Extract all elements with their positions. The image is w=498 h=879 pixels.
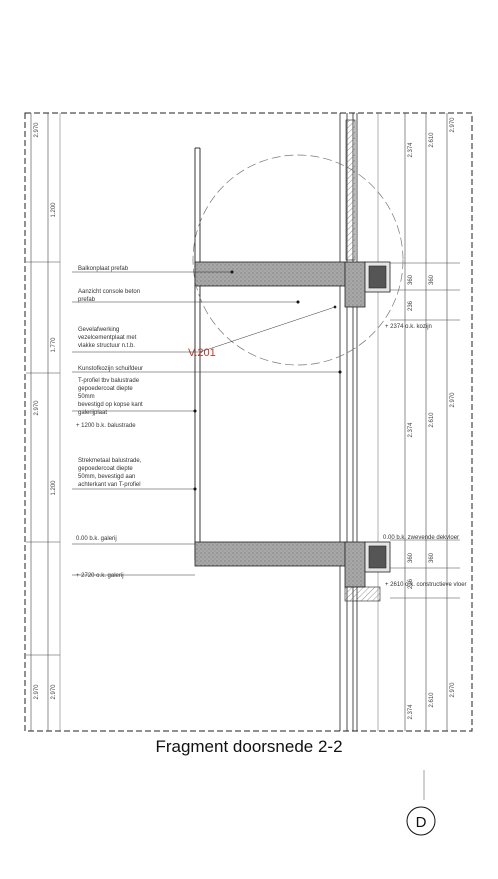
- dim-right-a-7: 2.374: [408, 704, 414, 720]
- level-galerij-bk: 0.00 b.k. galerij: [76, 536, 117, 542]
- annotation-tprofiel-4: bevestigd op kopse kant: [78, 402, 143, 408]
- dim-left-inner-3: 1.200: [51, 480, 57, 496]
- annotation-gevel-2: vezelcementplaat met: [78, 335, 137, 341]
- level-kozijn: + 2374 o.k. kozijn: [385, 324, 432, 330]
- dim-left-inner-4: 2.970: [51, 684, 57, 700]
- level-constructief: + 2610 o.k. constructieve vloer: [385, 582, 467, 588]
- level-galerij-ok: + 2720 o.k. galerij: [76, 573, 124, 579]
- dim-right-a-3: 236: [408, 300, 414, 311]
- dim-left-outer-2: 2.970: [34, 400, 40, 416]
- dim-right-a-1: 2.374: [408, 142, 414, 158]
- left-dimension-lines: [26, 113, 60, 731]
- dim-left-inner-1: 1.200: [51, 202, 57, 218]
- balcony-slab-lower: [194, 541, 391, 602]
- balustrade-post: [194, 147, 201, 560]
- level-balustrade: + 1200 b.k. balustrade: [76, 423, 136, 429]
- level-markers-left: + 1200 b.k. balustrade 0.00 b.k. galerij…: [76, 423, 136, 579]
- annotation-tprofiel-5: galerijplaat: [78, 410, 107, 416]
- annotation-texts: Balkonplaat prefab Aanzicht console beto…: [78, 266, 143, 488]
- level-markers-right: + 2374 o.k. kozijn 0.00 b.k. zwevende de…: [383, 324, 467, 588]
- dim-right-c-2: 2.970: [450, 392, 456, 408]
- annotation-strek-1: Strekmetaal balustrade,: [78, 458, 142, 464]
- drawing-title: Fragment doorsnede 2-2: [155, 737, 343, 756]
- annotation-console-1: Aanzicht console beton: [78, 289, 140, 295]
- detail-marker-letter: D: [416, 814, 427, 831]
- annotation-strek-2: gepoedercoat diepte: [78, 466, 133, 472]
- dim-right-b-5: 2.610: [429, 692, 435, 708]
- dim-right-c-3: 2.970: [450, 682, 456, 698]
- dim-right-b-3: 2.610: [429, 412, 435, 428]
- annotation-gevel-3: vlakke structuur n.t.b.: [78, 343, 135, 349]
- dim-left-inner-2: 1.770: [51, 337, 57, 353]
- detail-circle: [192, 154, 404, 366]
- annotation-strek-4: achterkant van T-profiel: [78, 482, 141, 488]
- leader-lines: [72, 270, 342, 576]
- dim-right-a-4: 2.374: [408, 422, 414, 438]
- annotation-console-2: prefab: [78, 297, 96, 303]
- balcony-slab-upper: [194, 261, 391, 308]
- detail-marker: D: [406, 770, 436, 836]
- drawing-frame: [24, 112, 473, 732]
- annotation-balkonplaat: Balkonplaat prefab: [78, 266, 129, 272]
- dim-right-b-4: 360: [429, 552, 435, 563]
- dim-left-outer-1: 2.970: [34, 122, 40, 138]
- dim-right-b-2: 360: [429, 274, 435, 285]
- detail-callout-label: V.201: [188, 347, 216, 359]
- dimension-texts: 2.970 2.970 2.970 1.200 1.770 1.200 2.97…: [34, 117, 456, 720]
- dim-right-c-1: 2.970: [450, 117, 456, 133]
- dim-right-a-5: 360: [408, 552, 414, 563]
- reference-lines: [59, 113, 379, 731]
- dim-left-outer-3: 2.970: [34, 684, 40, 700]
- dim-right-b-1: 2.610: [429, 132, 435, 148]
- annotation-kozijn: Kunstofkozijn schuifdeur: [78, 366, 143, 372]
- annotation-tprofiel-2: gepoedercoat diepte: [78, 386, 133, 392]
- dim-right-a-6: 236: [408, 578, 414, 589]
- annotation-gevel-1: Gevelafwerking: [78, 327, 119, 333]
- annotation-tprofiel-3: 50mm: [78, 394, 95, 400]
- dim-right-a-2: 360: [408, 274, 414, 285]
- level-dekvloer: 0.00 b.k. zwevende dekvloer: [383, 535, 459, 541]
- window-frame-top: [345, 119, 356, 261]
- annotation-tprofiel-1: T-profiel tbv balustrade: [78, 378, 140, 384]
- right-dimension-lines: [390, 113, 460, 731]
- annotation-strek-3: 50mm, bevestigd aan: [78, 474, 135, 480]
